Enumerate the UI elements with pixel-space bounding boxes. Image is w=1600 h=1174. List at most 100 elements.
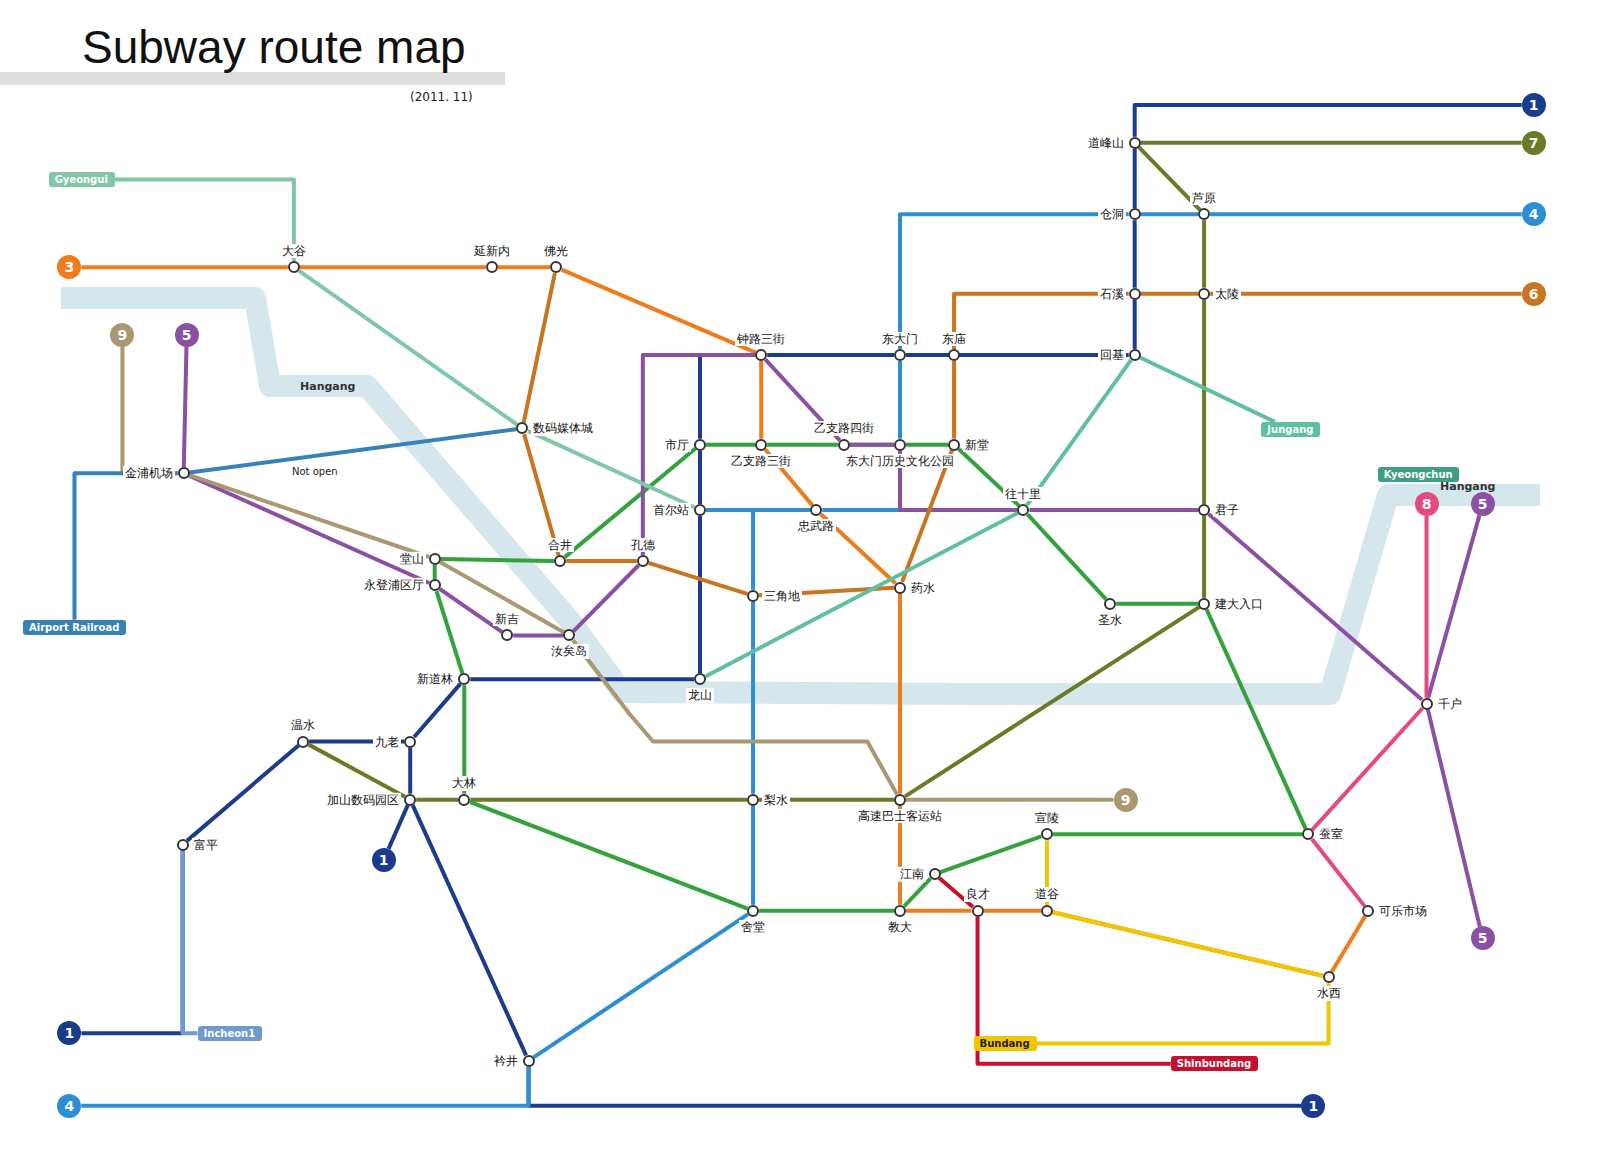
line-number: 5 — [1478, 496, 1488, 512]
line-number: 4 — [65, 1098, 75, 1114]
station-name: 加山数码园区 — [325, 792, 401, 806]
line-badge: 9 — [110, 323, 134, 347]
station-marker: 舍堂 — [747, 905, 759, 917]
line-name: Bundang — [980, 1038, 1030, 1049]
station-marker: 忠武路 — [810, 504, 822, 516]
station-name: 合井 — [546, 538, 574, 552]
station-name: 梨水 — [762, 792, 790, 806]
station-name: 忠武路 — [796, 519, 836, 533]
station-marker: 富平 — [177, 839, 189, 851]
line-name: Kyeongchun — [1384, 469, 1453, 480]
station-name: 仓洞 — [1098, 207, 1126, 221]
track-line — [906, 353, 1129, 357]
station-name: 首尔站 — [651, 503, 691, 517]
track-line — [767, 443, 838, 447]
track-line — [573, 640, 897, 794]
station-marker: 大谷 — [288, 261, 300, 273]
station-name: 数码媒体城 — [531, 421, 595, 435]
track-line — [940, 836, 1041, 872]
line-tag: Kyeongchun — [1378, 467, 1459, 482]
status-note: Not open — [292, 466, 338, 477]
track-line — [1053, 832, 1302, 836]
track-line — [978, 917, 1171, 1064]
track-line — [1210, 292, 1522, 296]
station-marker: 市厅 — [694, 439, 706, 451]
track-line — [413, 805, 526, 1055]
track-line — [898, 361, 902, 439]
station-name: 教大 — [886, 920, 914, 934]
station-name: 新堂 — [963, 438, 991, 452]
line-badge: 1 — [372, 848, 396, 872]
track-line — [1209, 514, 1422, 700]
station-marker: 新堂 — [948, 439, 960, 451]
station-name: 良才 — [964, 887, 992, 901]
station-marker: 延新内 — [486, 261, 498, 273]
track-line — [751, 806, 755, 905]
station-marker: 东庙 — [948, 349, 960, 361]
station-name: 市厅 — [663, 438, 691, 452]
track-line — [81, 851, 182, 1034]
station-marker: 太陵 — [1198, 288, 1210, 300]
line-number: 5 — [182, 327, 192, 343]
track-line — [1029, 508, 1198, 512]
station-marker: 乙支路四街 — [838, 439, 850, 451]
station-marker: 加山数码园区 — [404, 794, 416, 806]
track-line — [1027, 360, 1131, 505]
station-marker: 芦原 — [1198, 208, 1210, 220]
track-line — [416, 798, 458, 802]
track-line — [759, 361, 763, 439]
station-name: 延新内 — [472, 244, 512, 258]
line-number: 1 — [1308, 1098, 1318, 1114]
track-line — [1133, 300, 1137, 349]
track-line — [1141, 141, 1522, 145]
station-name: 回基 — [1098, 348, 1126, 362]
station-marker: 乙支路三街 — [755, 439, 767, 451]
station-name: 舍堂 — [739, 920, 767, 934]
track-line — [700, 355, 755, 439]
line-badge: 5 — [1471, 492, 1495, 516]
line-badge: 8 — [1415, 492, 1439, 516]
station-name: 乙支路四街 — [812, 421, 876, 435]
station-marker: 道峰山 — [1129, 137, 1141, 149]
track-line — [566, 559, 637, 563]
station-name: 建大入口 — [1213, 597, 1265, 611]
station-marker: 温水 — [297, 736, 309, 748]
track-line — [183, 851, 198, 1034]
station-name: 三角地 — [762, 588, 802, 602]
line-badge: 9 — [1114, 788, 1138, 812]
station-name: 孔德 — [629, 538, 657, 552]
track-line — [1133, 220, 1137, 288]
line-name: Gyeongui — [55, 174, 108, 185]
station-marker: 数码媒体城 — [516, 422, 528, 434]
station-marker: 回基 — [1129, 349, 1141, 361]
station-name: 道峰山 — [1086, 136, 1126, 150]
line-name: Incheon1 — [204, 1028, 256, 1039]
track-line — [184, 347, 187, 468]
line-tag: Gyeongui — [49, 172, 115, 187]
line-number: 3 — [65, 259, 75, 275]
title-bar — [0, 72, 505, 85]
date-note: (2011. 11) — [410, 90, 473, 104]
track-line — [1141, 212, 1198, 216]
line-number: 8 — [1422, 496, 1432, 512]
line-badge: 4 — [57, 1094, 81, 1118]
track-line — [1116, 602, 1198, 606]
track-line — [751, 602, 755, 794]
track-line — [299, 271, 518, 425]
station-name: 衿井 — [492, 1054, 520, 1068]
station-name: 圣水 — [1096, 613, 1124, 627]
station-marker: 汝矣岛 — [563, 629, 575, 641]
station-name: 东庙 — [940, 332, 968, 346]
line-number: 1 — [1529, 97, 1539, 113]
track-line — [1053, 912, 1323, 976]
station-marker: 仓洞 — [1129, 208, 1141, 220]
track-line — [534, 914, 749, 1057]
track-line — [190, 429, 517, 472]
river-name: Hangang — [1440, 480, 1495, 493]
line-badge: 5 — [1471, 926, 1495, 950]
track-line — [470, 677, 694, 681]
line-name: Shinbundang — [1177, 1058, 1251, 1069]
station-name: 药水 — [909, 580, 937, 594]
